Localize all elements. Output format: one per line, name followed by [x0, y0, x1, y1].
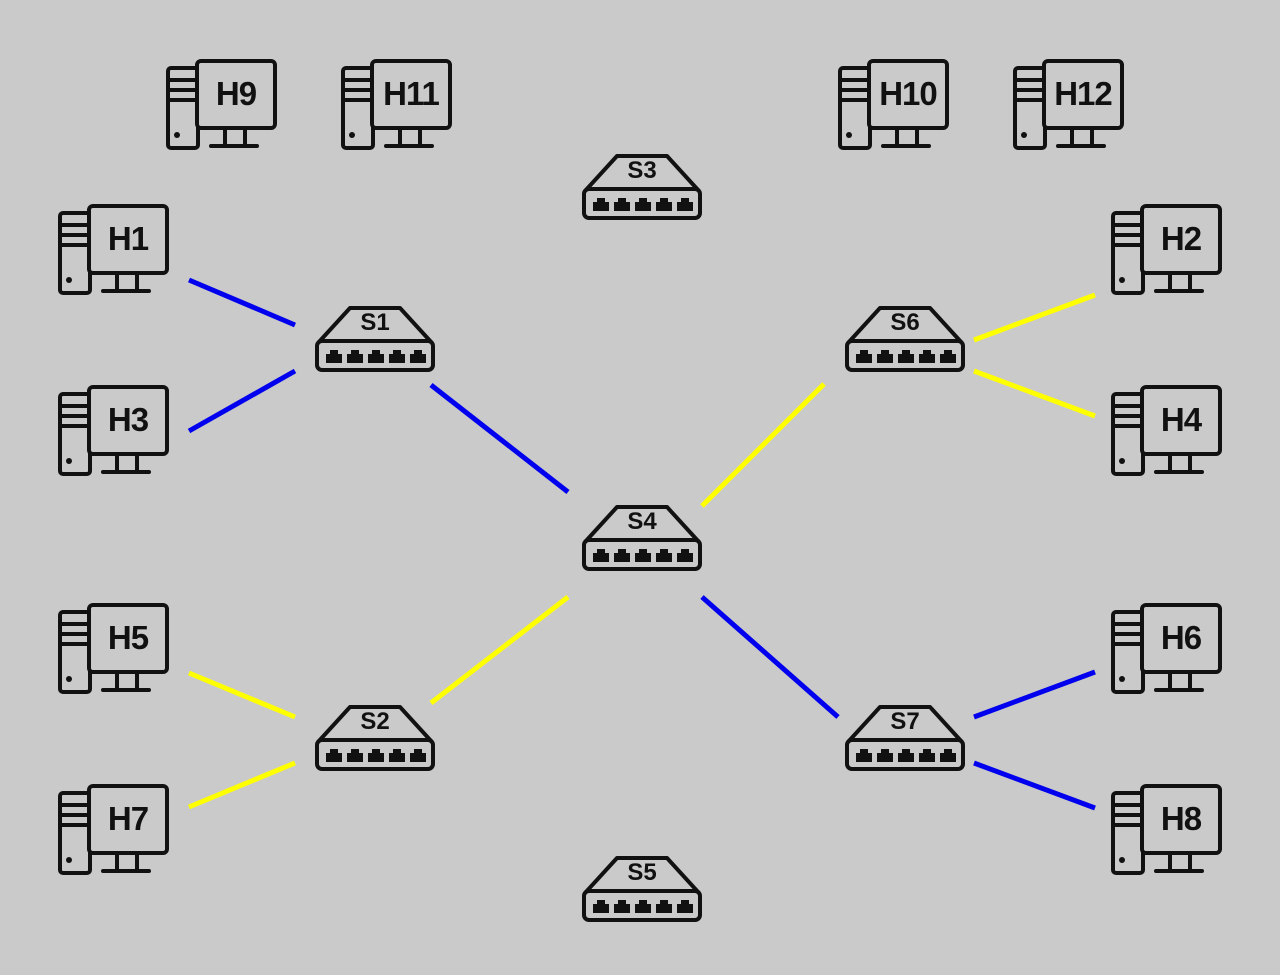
link-s4-s6 [700, 382, 826, 508]
network-switch-icon [845, 705, 965, 771]
host-label: H7 [107, 800, 149, 837]
switch-label: S6 [890, 309, 920, 336]
host-h2: H2 [1110, 202, 1222, 298]
host-label: H6 [1160, 619, 1202, 656]
desktop-computer-icon [1111, 784, 1222, 875]
link-s7-h8 [973, 760, 1096, 811]
host-h5: H5 [57, 601, 169, 697]
host-label: H9 [215, 75, 257, 112]
desktop-computer-icon [1111, 204, 1222, 295]
link-s6-h2 [973, 292, 1096, 343]
network-switch-icon [315, 705, 435, 771]
network-switch-icon [582, 505, 702, 571]
switch-label: S7 [890, 708, 920, 735]
link-h1-s1 [188, 277, 296, 328]
network-switch-icon [582, 856, 702, 922]
desktop-computer-icon [1111, 603, 1222, 694]
host-h12: H12 [1012, 57, 1124, 153]
host-h8: H8 [1110, 782, 1222, 878]
host-label: H3 [107, 401, 149, 438]
host-label: H4 [1160, 401, 1202, 438]
host-h10: H10 [837, 57, 949, 153]
network-switch-icon [582, 154, 702, 220]
host-h7: H7 [57, 782, 169, 878]
switch-s1: S1 [314, 305, 436, 375]
network-switch-icon [315, 306, 435, 372]
switch-label: S5 [627, 859, 657, 886]
switch-label: S4 [627, 508, 657, 535]
switch-label: S1 [360, 309, 390, 336]
link-s2-s4 [429, 595, 570, 705]
link-s6-h4 [973, 368, 1096, 419]
switch-label: S2 [360, 708, 390, 735]
desktop-computer-icon [58, 385, 169, 476]
host-h11: H11 [340, 57, 452, 153]
switch-s7: S7 [844, 704, 966, 774]
host-h3: H3 [57, 383, 169, 479]
link-s1-s4 [429, 383, 570, 494]
desktop-computer-icon [341, 59, 452, 150]
host-h1: H1 [57, 202, 169, 298]
desktop-computer-icon [838, 59, 949, 150]
link-s7-h6 [973, 669, 1096, 720]
link-s4-s7 [700, 595, 840, 719]
desktop-computer-icon [166, 59, 277, 150]
host-label: H11 [383, 75, 440, 112]
desktop-computer-icon [58, 603, 169, 694]
switch-s2: S2 [314, 704, 436, 774]
desktop-computer-icon [58, 784, 169, 875]
network-switch-icon [845, 306, 965, 372]
host-h9: H9 [165, 57, 277, 153]
desktop-computer-icon [1013, 59, 1124, 150]
switch-label: S3 [627, 157, 657, 184]
host-label: H2 [1160, 220, 1202, 257]
switch-s5: S5 [581, 855, 703, 925]
desktop-computer-icon [1111, 385, 1222, 476]
switch-s3: S3 [581, 153, 703, 223]
host-label: H1 [107, 220, 149, 257]
host-h6: H6 [1110, 601, 1222, 697]
switch-s4: S4 [581, 504, 703, 574]
host-label: H8 [1160, 800, 1202, 837]
desktop-computer-icon [58, 204, 169, 295]
host-label: H12 [1054, 75, 1113, 112]
link-h3-s1 [187, 368, 297, 434]
host-label: H10 [879, 75, 938, 112]
host-label: H5 [107, 619, 149, 656]
link-h5-s2 [188, 670, 296, 720]
switch-s6: S6 [844, 305, 966, 375]
link-h7-s2 [188, 760, 296, 810]
host-h4: H4 [1110, 383, 1222, 479]
